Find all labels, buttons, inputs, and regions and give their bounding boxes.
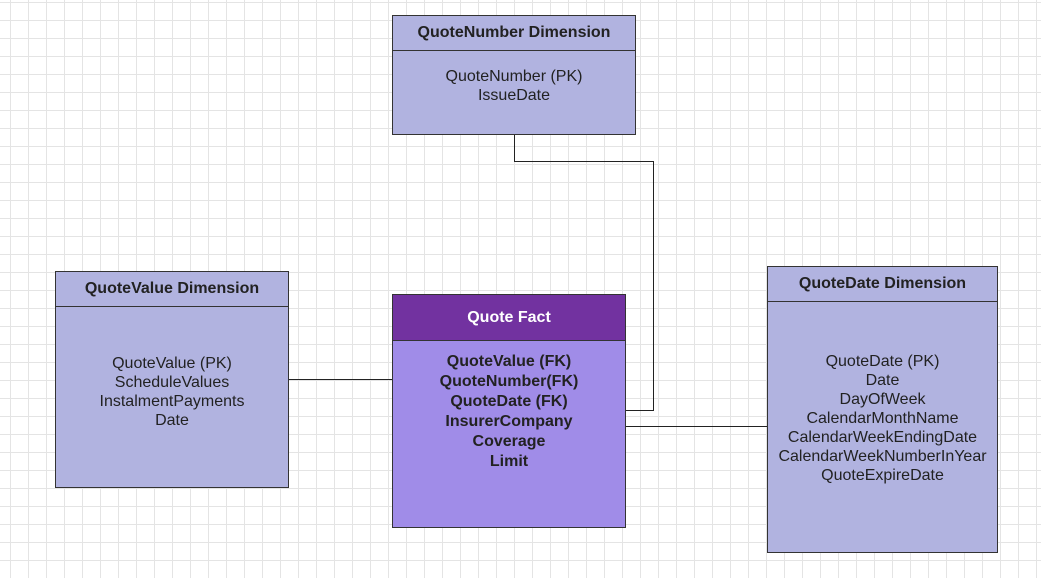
field-limit: Limit <box>489 453 529 470</box>
field-calendar-month-name: CalendarMonthName <box>806 409 959 427</box>
entity-title: QuoteValue Dimension <box>56 272 288 307</box>
field-quote-number: QuoteNumber (PK) <box>445 67 583 85</box>
field-quote-value-fk: QuoteValue (FK) <box>446 353 572 370</box>
entity-fields: QuoteDate (PK) Date DayOfWeek CalendarMo… <box>768 302 997 552</box>
field-schedule-values: ScheduleValues <box>114 374 230 391</box>
field-issue-date: IssueDate <box>477 86 551 104</box>
field-insurer-company: InsurerCompany <box>445 413 573 430</box>
field-quote-date-pk: QuoteDate (PK) <box>825 352 940 370</box>
field-date: Date <box>865 371 900 389</box>
entity-quote-value-dimension[interactable]: QuoteValue Dimension QuoteValue (PK) Sch… <box>55 271 289 488</box>
entity-quote-date-dimension[interactable]: QuoteDate Dimension QuoteDate (PK) Date … <box>767 266 998 553</box>
field-calendar-week-ending-date: CalendarWeekEndingDate <box>787 428 978 446</box>
field-day-of-week: DayOfWeek <box>839 390 926 408</box>
connector-quotenumber-to-fact[interactable] <box>514 135 654 411</box>
entity-fields: QuoteValue (FK) QuoteNumber(FK) QuoteDat… <box>393 341 625 527</box>
field-quote-expire-date: QuoteExpireDate <box>821 466 944 484</box>
field-coverage: Coverage <box>472 433 546 450</box>
entity-quote-fact[interactable]: Quote Fact QuoteValue (FK) QuoteNumber(F… <box>392 294 626 528</box>
field-date: Date <box>155 412 189 429</box>
field-instalment-payments: InstalmentPayments <box>99 393 245 410</box>
field-calendar-week-number-in-year: CalendarWeekNumberInYear <box>778 447 987 465</box>
entity-quote-number-dimension[interactable]: QuoteNumber Dimension QuoteNumber (PK) I… <box>392 15 636 135</box>
entity-fields: QuoteNumber (PK) IssueDate <box>393 51 635 134</box>
entity-fields: QuoteValue (PK) ScheduleValues Instalmen… <box>56 307 288 487</box>
field-quote-number-fk: QuoteNumber(FK) <box>439 373 579 390</box>
entity-title: Quote Fact <box>393 295 625 341</box>
entity-title: QuoteNumber Dimension <box>393 16 635 51</box>
field-quote-date-fk: QuoteDate (FK) <box>450 393 568 410</box>
field-quote-value: QuoteValue (PK) <box>112 355 232 372</box>
entity-title: QuoteDate Dimension <box>768 267 997 302</box>
